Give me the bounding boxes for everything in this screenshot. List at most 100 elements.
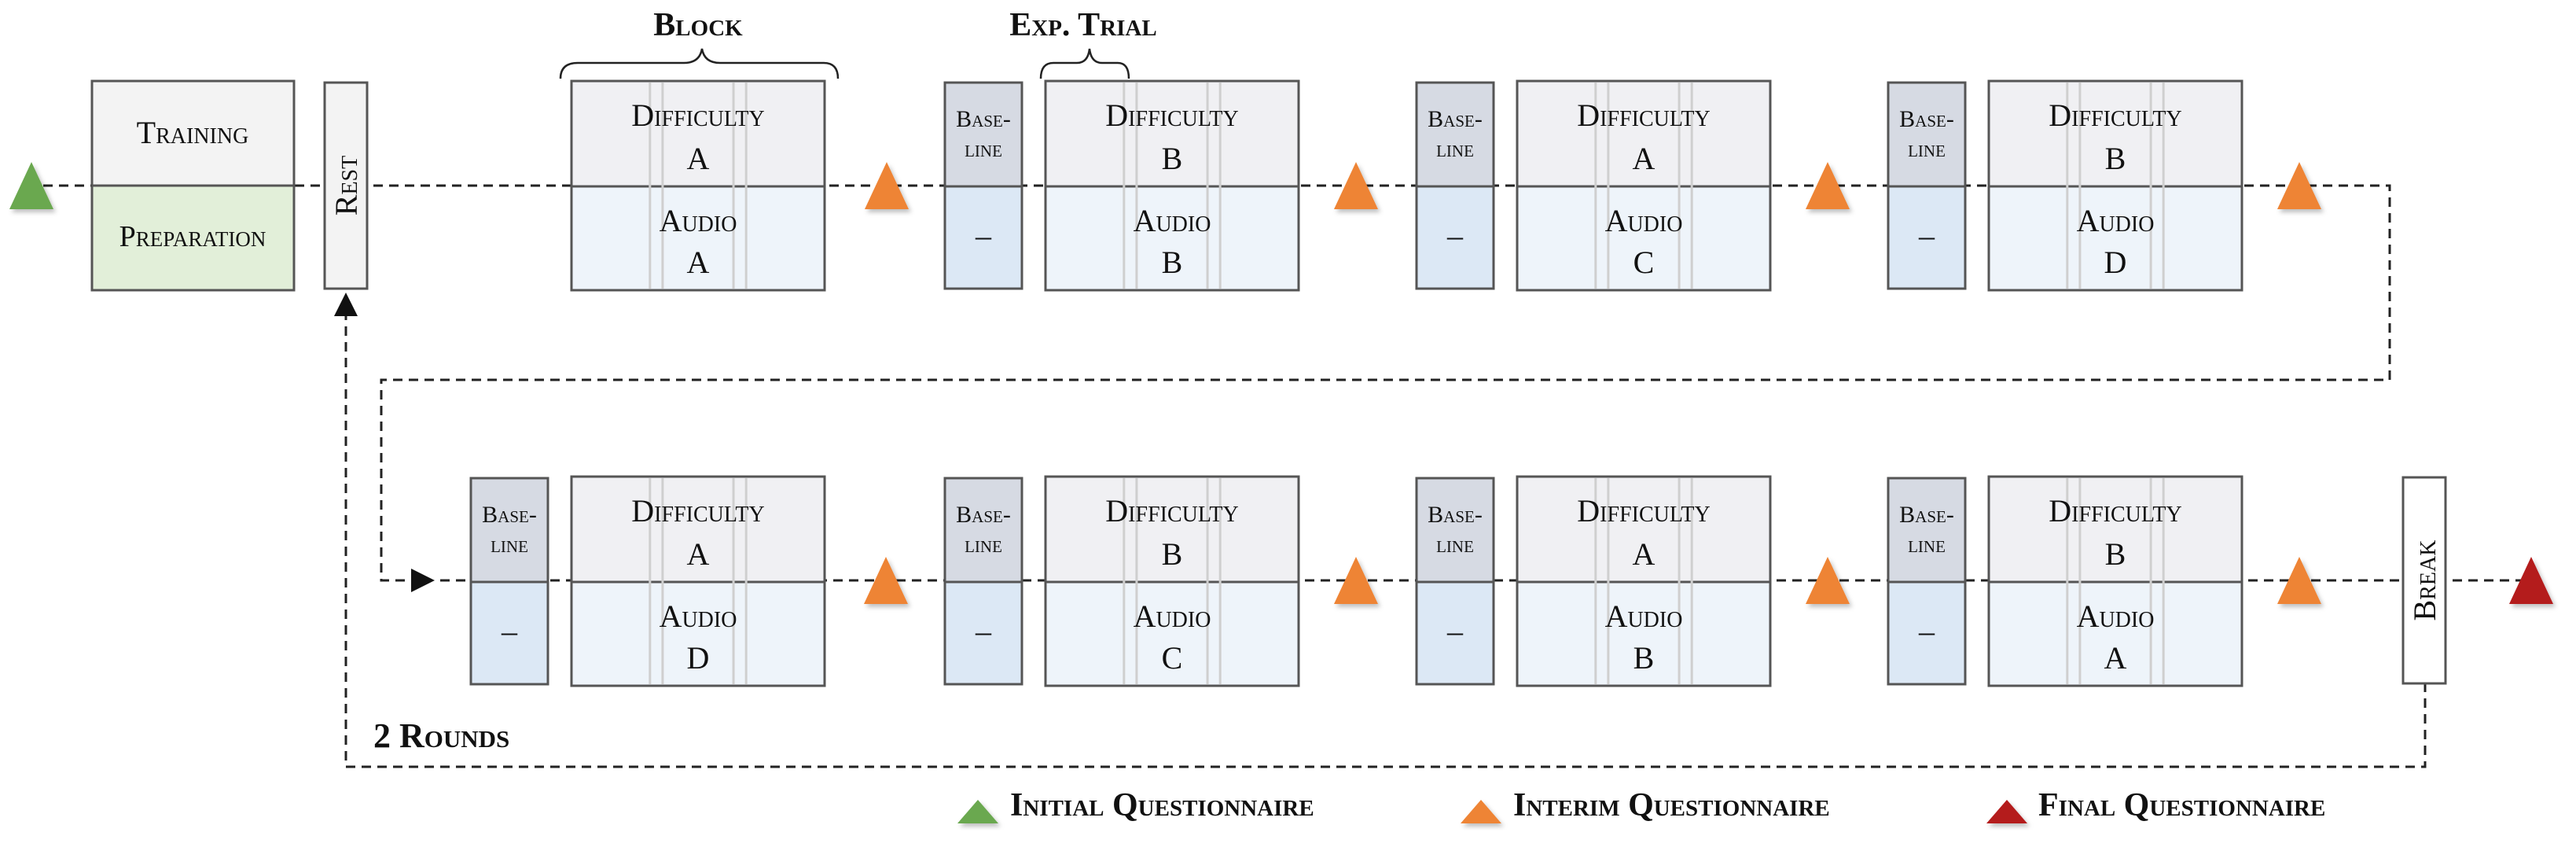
difficulty-label: Difficulty — [631, 98, 764, 133]
legend-initial-icon — [957, 800, 998, 823]
baseline-label-bottom: line — [491, 532, 528, 558]
baseline-label-top: Base- — [956, 106, 1011, 132]
audio-label: Audio — [660, 598, 737, 634]
baseline-label-bottom: line — [965, 532, 1002, 558]
difficulty-cell — [1044, 79, 1300, 188]
baseline-box: Base-line – — [943, 81, 1023, 290]
legend-interim-label: Interim Questionnaire — [1513, 787, 1830, 823]
exp-trial-brace — [1039, 48, 1130, 79]
baseline-box: Base-line – — [1415, 81, 1495, 290]
training-box — [90, 79, 296, 187]
baseline-label-bottom: line — [1436, 136, 1474, 162]
training-label: Training — [137, 115, 249, 150]
audio-label: Audio — [1605, 203, 1683, 238]
legend-final-label: Final Questionnaire — [2038, 787, 2325, 823]
baseline-value: – — [1918, 218, 1935, 253]
rest-label: Rest — [329, 156, 364, 215]
baseline-value: – — [501, 613, 518, 649]
baseline-box: Base-line– — [1887, 477, 1967, 686]
baseline-value: – — [1446, 218, 1464, 253]
difficulty-value: B — [2105, 536, 2126, 572]
difficulty-label: Difficulty — [2049, 493, 2181, 528]
audio-value: C — [1162, 640, 1183, 676]
difficulty-label: Difficulty — [1577, 493, 1710, 528]
legend-final-icon — [1986, 800, 2027, 823]
audio-value: A — [2104, 640, 2127, 676]
difficulty-label: Difficulty — [1105, 98, 1238, 133]
audio-value: D — [687, 640, 710, 676]
preparation-box — [90, 184, 296, 292]
audio-cell — [1516, 185, 1772, 292]
difficulty-label: Difficulty — [631, 493, 764, 528]
legend-interim-icon — [1461, 800, 1501, 823]
row1-blocks: DifficultyAAudioABase-line–DifficultyBAu… — [570, 79, 2243, 292]
baseline-label-top: Base- — [1428, 106, 1483, 132]
baseline-label-top: Base- — [482, 502, 537, 528]
interim-questionnaire-icon — [865, 162, 909, 209]
difficulty-cell — [1516, 79, 1772, 188]
interim-questionnaire-icon — [1806, 557, 1850, 604]
audio-value: B — [1162, 245, 1183, 280]
difficulty-cell — [570, 79, 826, 188]
difficulty-cell — [570, 475, 826, 584]
difficulty-label: Difficulty — [2049, 98, 2181, 133]
break-box: Break — [2401, 476, 2447, 685]
difficulty-value: B — [1162, 141, 1183, 176]
interim-questionnaire-icon — [1334, 162, 1378, 209]
interim-questionnaire-icon — [2277, 162, 2321, 209]
interim-questionnaire-icon — [1806, 162, 1850, 209]
interim-questionnaire-icon — [2277, 557, 2321, 604]
baseline-value: – — [1446, 613, 1464, 649]
interim-questionnaire-icon — [1334, 557, 1378, 604]
flow-path-loop — [334, 293, 2427, 768]
baseline-label-top: Base- — [1899, 106, 1954, 132]
baseline-label-bottom: line — [1436, 532, 1474, 558]
audio-value: D — [2104, 245, 2127, 280]
baseline-label-top: Base- — [1899, 502, 1954, 528]
audio-label: Audio — [2077, 203, 2155, 238]
baseline-label-bottom: line — [1908, 136, 1946, 162]
difficulty-value: B — [2105, 141, 2126, 176]
legend-initial-label: Initial Questionnaire — [1010, 787, 1314, 823]
block-label: Block — [653, 7, 743, 43]
legend: Initial Questionnaire Interim Questionna… — [957, 787, 2325, 823]
preparation-label: Preparation — [119, 220, 266, 253]
audio-cell — [1987, 185, 2243, 292]
difficulty-label: Difficulty — [1105, 493, 1238, 528]
difficulty-label: Difficulty — [1577, 98, 1710, 133]
baseline-value: – — [975, 218, 992, 253]
initial-questionnaire-icon — [9, 162, 53, 209]
audio-label: Audio — [1134, 598, 1211, 634]
audio-label: Audio — [1134, 203, 1211, 238]
final-questionnaire-icon — [2509, 557, 2553, 604]
rest-box: Rest — [323, 81, 369, 290]
audio-cell — [1044, 185, 1300, 292]
difficulty-value: A — [687, 141, 710, 176]
audio-label: Audio — [1605, 598, 1683, 634]
block-brace — [559, 48, 840, 79]
difficulty-cell — [1044, 475, 1300, 584]
break-label: Break — [2407, 540, 2442, 621]
difficulty-value: B — [1162, 536, 1183, 572]
baseline-box: Base-line– — [943, 477, 1023, 686]
baseline-box: Base-line – — [1415, 477, 1495, 686]
training-preparation-box: Training Preparation — [90, 79, 296, 292]
audio-cell — [1516, 580, 1772, 687]
audio-cell — [570, 580, 826, 687]
difficulty-cell — [1516, 475, 1772, 584]
difficulty-value: A — [687, 536, 710, 572]
baseline-label-top: Base- — [1428, 502, 1483, 528]
audio-value: C — [1633, 245, 1655, 280]
baseline-label-bottom: line — [965, 136, 1002, 162]
difficulty-value: A — [1633, 536, 1655, 572]
rounds-label: 2 Rounds — [373, 716, 509, 755]
baseline-box: Base-line – — [1887, 81, 1967, 290]
